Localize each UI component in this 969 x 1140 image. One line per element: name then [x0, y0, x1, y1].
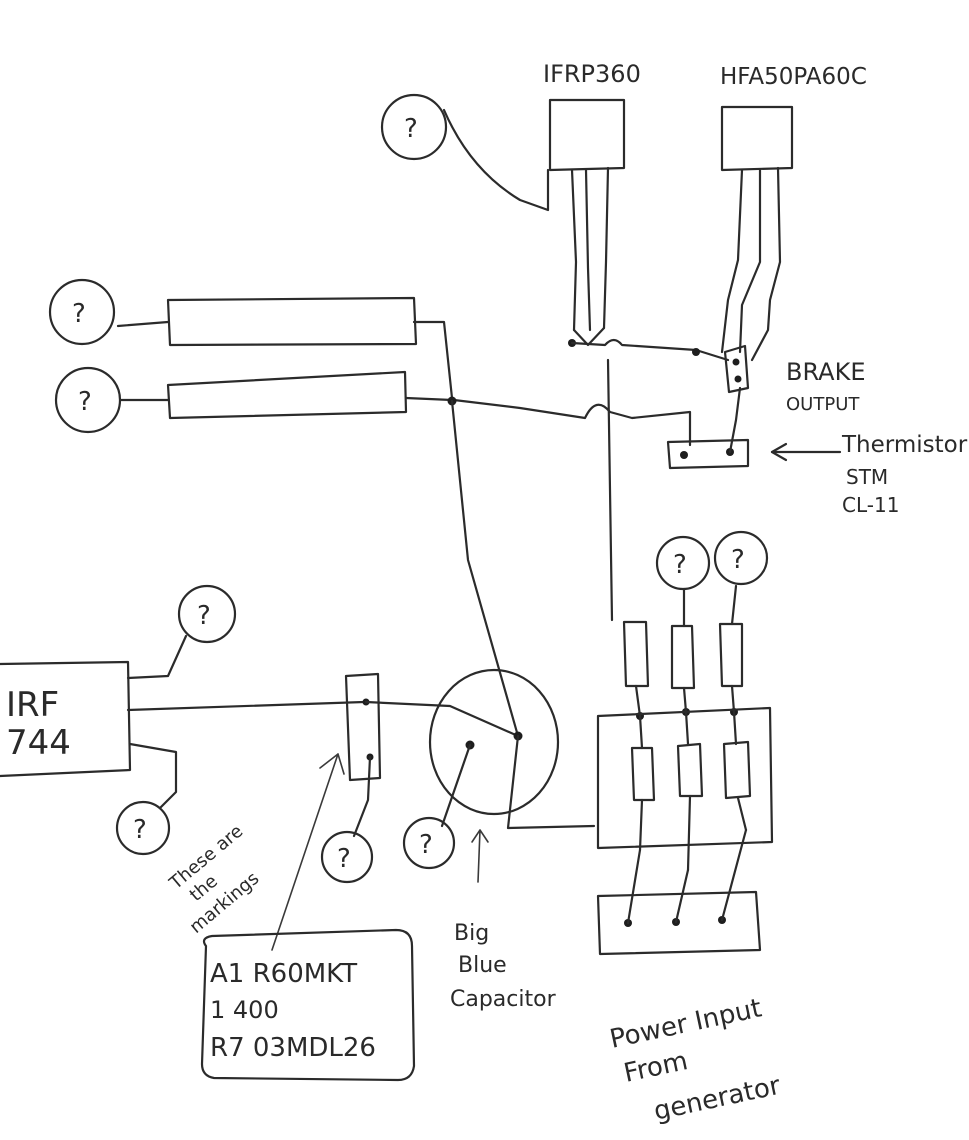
unknown-mark-6: ?	[320, 830, 374, 884]
power-input-label: Power Input	[607, 993, 764, 1054]
unknown-mark-2: ?	[48, 278, 116, 346]
thermistor-component: Thermistor STM CL-11	[666, 386, 968, 517]
capacitor-label-big: Big	[454, 921, 489, 946]
svg-text:?: ?	[404, 114, 418, 144]
markings-line1: A1 R60MKT	[210, 959, 357, 989]
resistor-top	[116, 296, 454, 400]
unknown-mark-5: ?	[115, 800, 171, 856]
thermistor-cl11-label: CL-11	[842, 493, 899, 517]
rectifier-block: Power Input From generator	[596, 584, 783, 1127]
resistor-bottom	[118, 370, 454, 420]
markings-line3: R7 03MDL26	[210, 1033, 376, 1063]
irfp360-component: IFRP360	[543, 60, 641, 347]
markings-line2: 1 400	[210, 996, 279, 1024]
hfa50-component: HFA50PA60C	[720, 64, 867, 362]
capacitor-label-blue: Blue	[458, 953, 507, 978]
unknown-mark-1: ?	[380, 93, 448, 161]
unknown-mark-7: ?	[402, 816, 456, 870]
markings-box: A1 R60MKT 1 400 R7 03MDL26	[200, 928, 416, 1082]
svg-text:?: ?	[133, 815, 147, 845]
hfa50-label: HFA50PA60C	[720, 64, 867, 90]
svg-text:?: ?	[197, 601, 211, 631]
marked-component	[271, 672, 520, 951]
svg-text:?: ?	[673, 550, 687, 580]
irf744-label-744: 744	[6, 723, 71, 763]
svg-text:?: ?	[731, 545, 745, 575]
unknown-mark-4: ?	[177, 584, 237, 644]
brake-label: BRAKE	[786, 358, 866, 386]
svg-text:?: ?	[419, 830, 433, 860]
irf744-component: IRF 744	[0, 634, 366, 810]
svg-text:?: ?	[78, 387, 92, 417]
power-from-label: From	[621, 1046, 690, 1089]
markings-note: These are the markings	[165, 821, 263, 938]
irf744-label-irf: IRF	[6, 685, 59, 725]
thermistor-label: Thermistor	[841, 432, 968, 458]
unknown-mark-3: ?	[54, 366, 122, 434]
brake-output-label: OUTPUT	[786, 394, 860, 415]
svg-text:?: ?	[72, 299, 86, 329]
svg-text:?: ?	[337, 844, 351, 874]
unknown-mark-9: ?	[713, 530, 769, 586]
irfp360-label: IFRP360	[543, 60, 641, 88]
big-blue-capacitor: Big Blue Capacitor	[428, 668, 596, 1012]
capacitor-label-capacitor: Capacitor	[450, 987, 557, 1012]
thermistor-stm-label: STM	[846, 465, 888, 489]
unknown-mark-8: ?	[655, 535, 711, 591]
brake-output-connector: BRAKE OUTPUT	[723, 344, 866, 415]
